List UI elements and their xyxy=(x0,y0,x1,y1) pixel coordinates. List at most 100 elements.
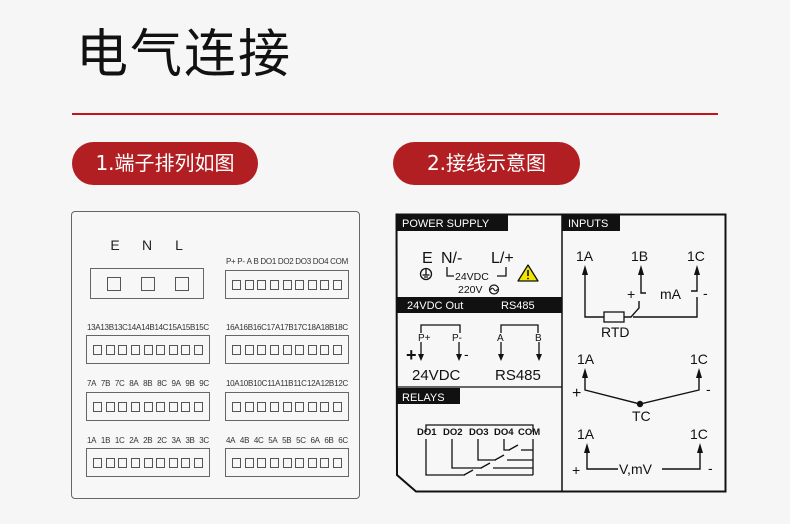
terminal-screw xyxy=(168,401,178,412)
terminal-label: 5A xyxy=(268,436,278,445)
tc-minus: - xyxy=(706,381,711,397)
terminal-screw xyxy=(118,344,128,355)
terminal-screw xyxy=(118,401,128,412)
terminal-label: 12C xyxy=(334,379,348,388)
terminal-label-n: N xyxy=(141,237,153,253)
terminal-label: 7A xyxy=(87,379,97,388)
terminal-screw xyxy=(320,457,330,468)
terminal-screw xyxy=(143,401,153,412)
v-wiring-right xyxy=(662,451,701,470)
terminal-screw xyxy=(105,344,115,355)
terminal-label: 8C xyxy=(157,379,167,388)
arrow-up-icon xyxy=(694,265,700,275)
terminal-label: 1A xyxy=(87,436,97,445)
terminal-label: 11B xyxy=(280,379,294,388)
inputs-header: INPUTS xyxy=(568,218,608,230)
terminal-screw xyxy=(295,457,305,468)
terminal-screw xyxy=(181,457,191,468)
arrow-up-icon xyxy=(638,265,644,275)
power-l-label: L/+ xyxy=(491,250,514,267)
terminal-label: 8A xyxy=(129,379,139,388)
terminal-screw xyxy=(194,344,203,355)
terminal-screw xyxy=(257,401,267,412)
terminal-screw xyxy=(244,279,254,290)
terminal-e xyxy=(107,276,121,291)
terminal-label-l: L xyxy=(175,237,183,253)
tc-terminal-1c: 1C xyxy=(690,351,708,367)
terminal-screw xyxy=(257,279,267,290)
terminal-label: 13A xyxy=(87,323,101,332)
terminal-screw xyxy=(168,457,178,468)
arrow-up-icon xyxy=(582,265,588,275)
power-ac-label: 220V xyxy=(458,284,483,296)
terminal-label: 2A xyxy=(129,436,139,445)
terminal-screw xyxy=(282,401,292,412)
v-minus: - xyxy=(708,460,713,476)
terminal-label: 4C xyxy=(253,436,264,445)
terminal-strip-ch10-12 xyxy=(225,392,349,421)
terminal-label: 2B xyxy=(143,436,153,445)
terminal-screw xyxy=(168,344,178,355)
terminal-label: 15C xyxy=(195,323,209,332)
arrow-down-icon xyxy=(456,354,462,361)
terminal-screw xyxy=(307,457,317,468)
terminal-screw xyxy=(295,344,305,355)
terminal-screw xyxy=(269,344,279,355)
dc-out-bracket xyxy=(420,324,461,333)
terminal-label: 10B xyxy=(239,379,254,388)
rtd-plus: + xyxy=(627,286,635,302)
arrow-up-icon xyxy=(697,443,703,453)
dc-out-minus-sign: - xyxy=(464,346,469,362)
arrow-up-icon xyxy=(582,368,588,378)
warning-triangle-icon xyxy=(517,264,539,282)
terminal-screw xyxy=(130,457,140,468)
terminal-label: 3C xyxy=(199,436,209,445)
power-supply-header-band xyxy=(396,214,508,231)
terminal-label: 12A xyxy=(306,379,321,388)
relay-top-bracket xyxy=(425,424,534,432)
terminal-label: 10C xyxy=(253,379,268,388)
terminal-screw xyxy=(307,401,317,412)
terminal-label: 5C xyxy=(296,436,306,445)
terminal-screw xyxy=(93,457,102,468)
power-e-label: E xyxy=(422,250,433,267)
rs485-b: B xyxy=(535,333,542,344)
terminal-label: A xyxy=(246,257,252,266)
terminal-screw xyxy=(295,279,305,290)
terminal-screw xyxy=(181,344,191,355)
terminal-label: 3B xyxy=(185,436,195,445)
terminal-strip-ch4-6 xyxy=(225,448,349,477)
terminal-screw xyxy=(118,457,128,468)
terminal-label: 7C xyxy=(114,379,125,388)
terminal-strip-ch1-3 xyxy=(86,448,210,477)
terminal-screw xyxy=(333,279,342,290)
rtd-wiring xyxy=(584,273,698,318)
terminal-label: 17B xyxy=(280,323,294,332)
terminal-label: 16C xyxy=(252,323,267,332)
arrow-up-icon xyxy=(696,368,702,378)
terminal-screw xyxy=(156,401,166,412)
terminal-strip-ch13-15 xyxy=(86,335,210,364)
dc-out-p-plus: P+ xyxy=(418,333,431,344)
terminal-screw xyxy=(307,344,317,355)
terminal-label: 14B xyxy=(141,323,155,332)
terminal-label: 2C xyxy=(157,436,167,445)
power-terminal-block xyxy=(90,268,204,299)
terminal-label: 7B xyxy=(100,379,111,388)
terminal-screw xyxy=(232,401,241,412)
v-terminal-1c: 1C xyxy=(690,426,708,442)
terminal-label: DO4 xyxy=(312,257,329,266)
terminal-screw xyxy=(307,279,317,290)
terminal-l xyxy=(175,276,189,291)
terminal-label: 1C xyxy=(114,436,125,445)
terminal-screw xyxy=(282,279,292,290)
terminal-screw xyxy=(181,401,191,412)
terminal-label: P+ xyxy=(226,257,236,266)
terminal-screw xyxy=(143,344,153,355)
v-plus: + xyxy=(572,462,580,478)
